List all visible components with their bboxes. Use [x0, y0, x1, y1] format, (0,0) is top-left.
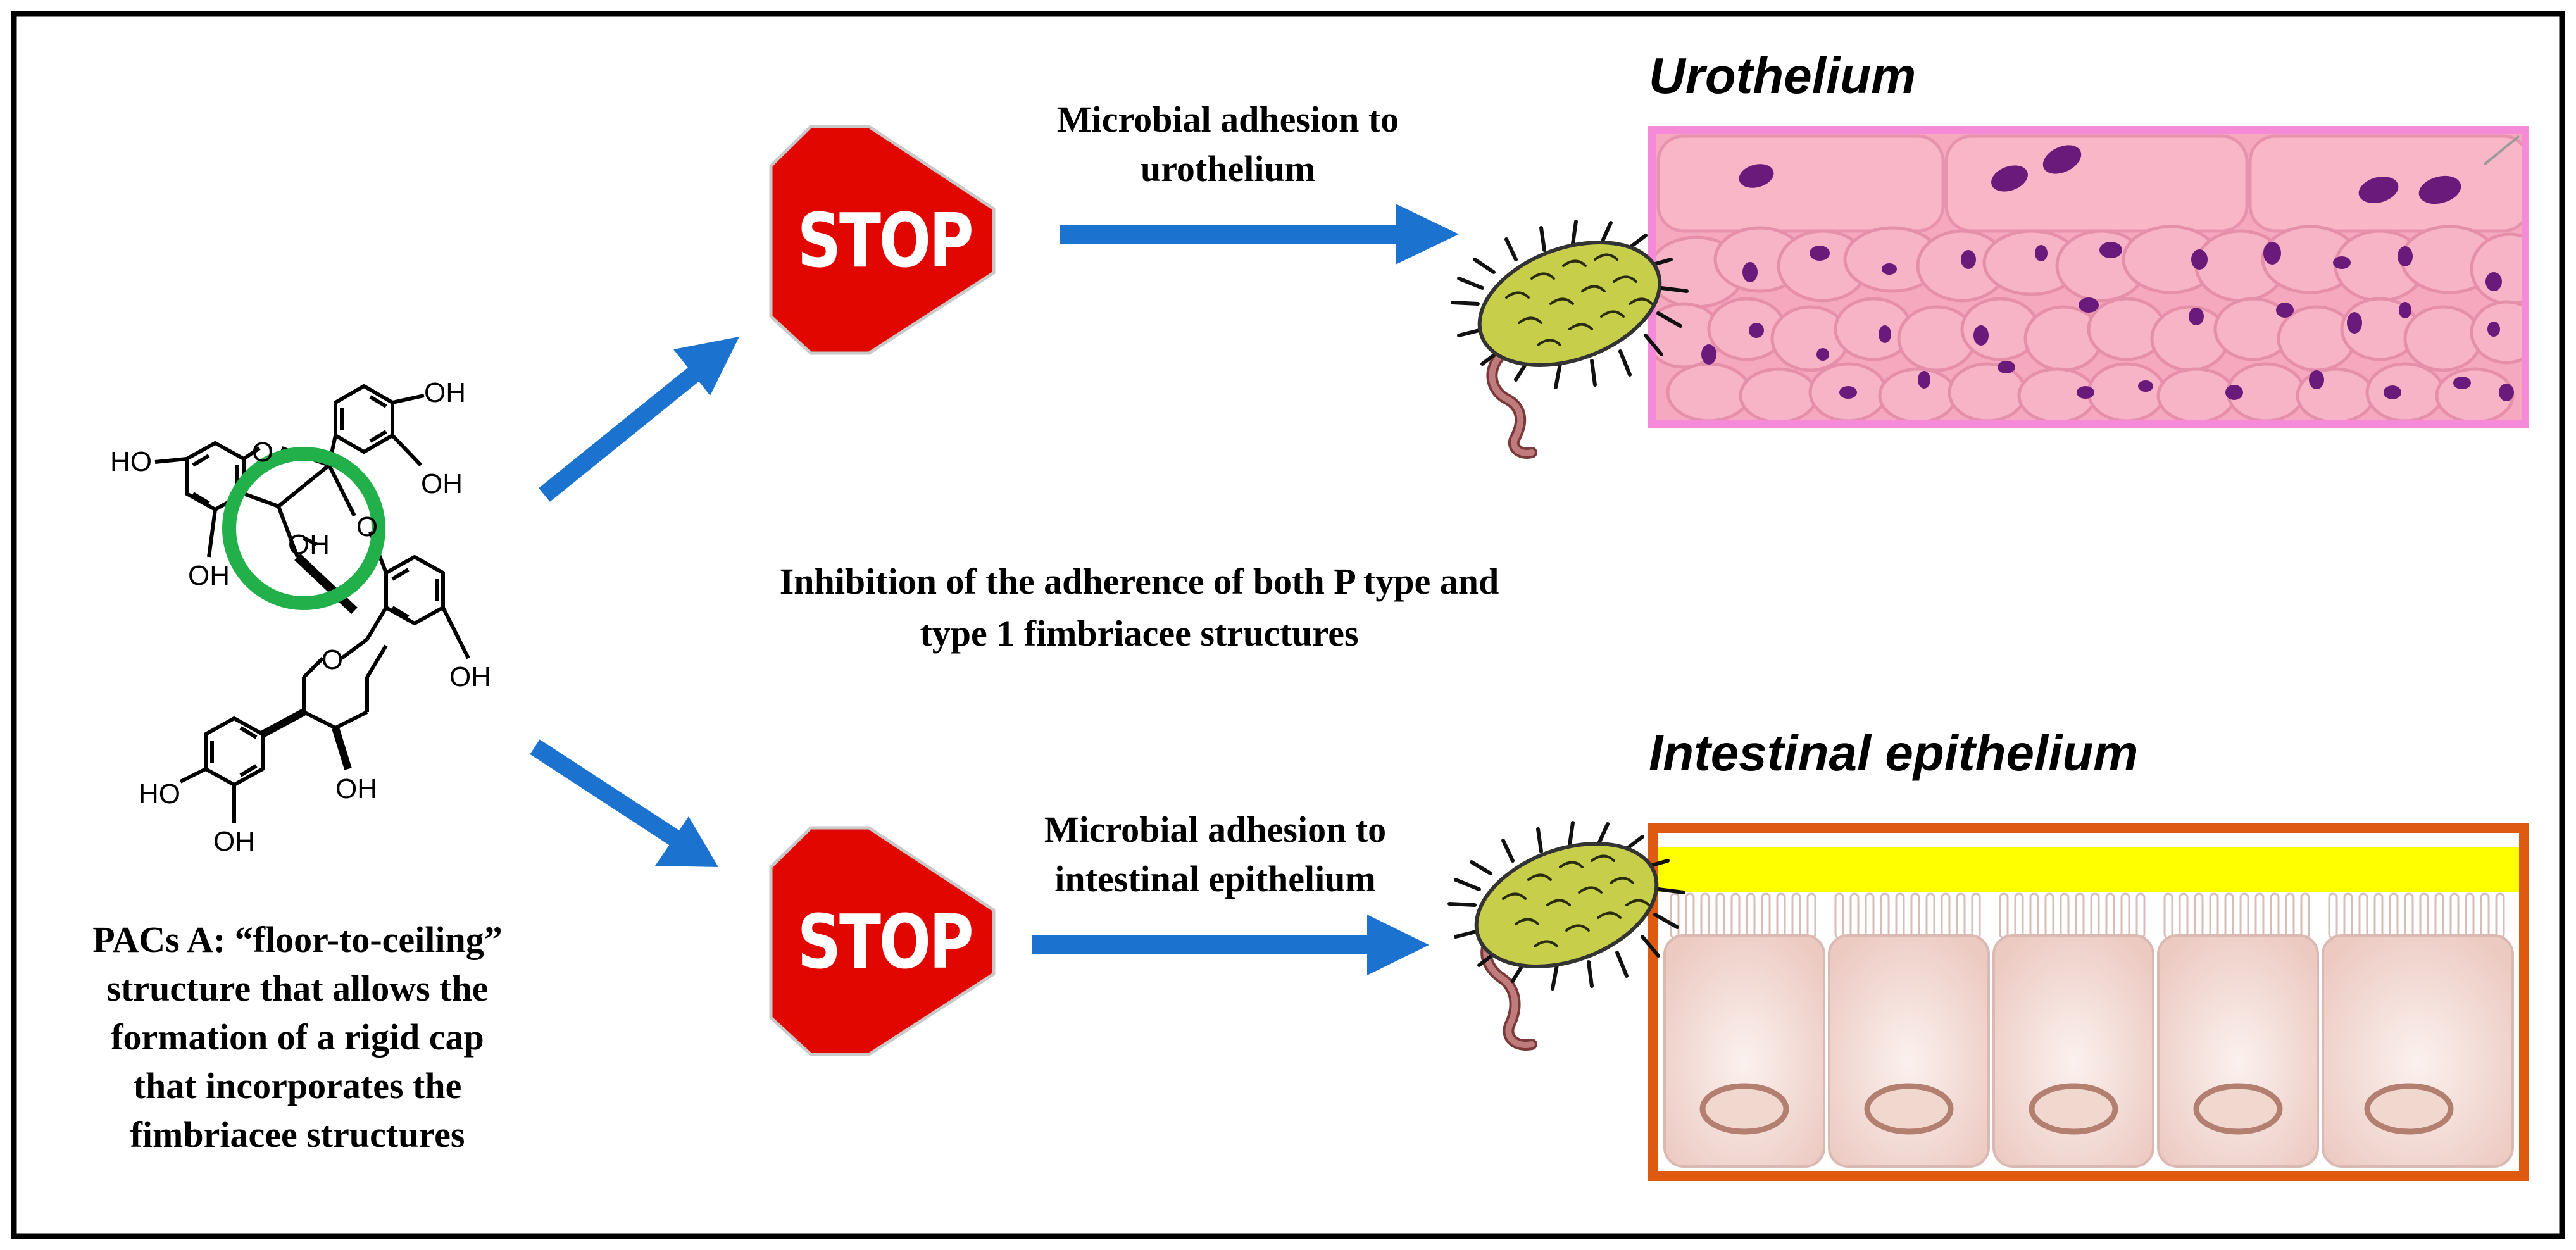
arrow-to-urothelium: [1060, 204, 1459, 265]
mol-label-oh: OH: [449, 661, 491, 692]
arrow-to-intestinal-epithelium: [1032, 915, 1429, 975]
tissue-title-intestinal: Intestinal epithelium: [1649, 725, 2139, 781]
stop-sign-bottom: [769, 826, 996, 1056]
mol-label-oh: OH: [421, 468, 463, 499]
center-description-line1: Inhibition of the adherence of both P ty…: [779, 561, 1499, 602]
highlight-circle: [222, 447, 385, 610]
arrow-label-bottom-line1: Microbial adhesion to: [1044, 809, 1387, 850]
arrow-to-bottom-stop: [530, 739, 718, 867]
mol-label-oh: OH: [335, 773, 377, 804]
urothelium-tissue: [1648, 126, 2529, 428]
arrow-label-bottom-line2: intestinal epithelium: [1054, 858, 1376, 899]
arrow-to-top-stop: [539, 337, 739, 502]
caption-line4: that incorporates the: [133, 1065, 462, 1106]
center-description: Inhibition of the adherence of both P ty…: [633, 556, 1646, 659]
arrow-label-top: Microbial adhesion to urothelium: [987, 95, 1468, 194]
molecule-structure: [154, 384, 470, 823]
caption-line2: structure that allows the: [106, 968, 489, 1009]
bacterium-bottom: [1447, 821, 1685, 1051]
stop-label-top: STOP: [797, 197, 974, 284]
intestinal-epithelium-tissue: [1648, 823, 2529, 1181]
caption-line1: PACs A: “floor-to-ceiling”: [92, 919, 503, 960]
center-description-line2: type 1 fimbriacee structures: [920, 613, 1359, 654]
molecule-caption: PACs A: “floor-to-ceiling” structure tha…: [19, 915, 576, 1159]
mol-label-oh: OH: [424, 377, 466, 408]
mol-label-o: O: [321, 644, 344, 675]
tissue-title-urothelium: Urothelium: [1649, 47, 1916, 104]
mol-label-oh: OH: [213, 826, 255, 857]
mol-label-ho: HO: [139, 778, 180, 809]
arrow-label-bottom: Microbial adhesion to intestinal epithel…: [975, 805, 1456, 904]
mol-label-o: O: [251, 437, 274, 468]
mol-label-oh: OH: [188, 560, 230, 591]
mol-label-oh: OH: [288, 529, 330, 560]
caption-line5: fimbriacee structures: [130, 1114, 465, 1155]
arrow-label-top-line1: Microbial adhesion to: [1056, 99, 1399, 140]
stop-label-bottom: STOP: [797, 898, 974, 985]
arrow-label-top-line2: urothelium: [1140, 148, 1316, 189]
mol-label-ho: HO: [110, 446, 152, 477]
stop-sign-top: [769, 125, 996, 355]
outer-frame: [11, 11, 2565, 1239]
bacterium-top: [1451, 220, 1689, 459]
mol-label-o: O: [356, 511, 378, 542]
caption-line3: formation of a rigid cap: [111, 1016, 484, 1058]
